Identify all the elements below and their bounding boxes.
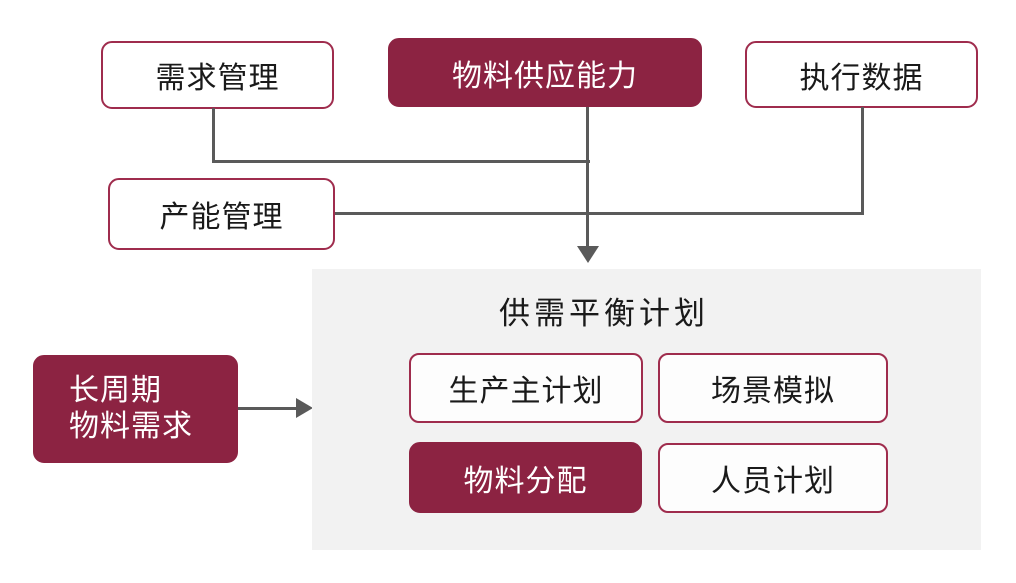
node-scenario-simulation: 场景模拟 (658, 353, 888, 423)
node-label-line1: 长周期 (69, 374, 162, 407)
arrow-right-icon (296, 398, 313, 418)
node-demand-management: 需求管理 (101, 41, 334, 109)
node-label: 执行数据 (799, 61, 924, 95)
arrow-down-icon (577, 246, 599, 263)
connector-capacity-horizontal (335, 212, 864, 215)
node-personnel-plan: 人员计划 (658, 443, 888, 513)
node-label: 场景模拟 (711, 375, 835, 408)
node-label: 需求管理 (155, 62, 280, 95)
node-label-line2: 物料需求 (69, 410, 193, 443)
node-execution-data: 执行数据 (745, 41, 978, 108)
panel-title: 供需平衡计划 (499, 295, 709, 331)
node-label: 人员计划 (711, 465, 835, 498)
node-label: 物料供应能力 (452, 59, 638, 93)
connector-execution-vertical (861, 107, 864, 215)
node-material-supply-capability: 物料供应能力 (388, 38, 702, 107)
node-material-allocation: 物料分配 (409, 442, 642, 513)
node-master-production-plan: 生产主计划 (409, 353, 643, 423)
node-long-lead-material-demand: 长周期 物料需求 (33, 355, 238, 463)
node-label: 产能管理 (159, 201, 284, 234)
connector-main-vertical (586, 107, 589, 248)
connector-demand-vertical (212, 108, 215, 163)
node-label: 生产主计划 (448, 375, 604, 408)
node-capacity-management: 产能管理 (108, 178, 335, 250)
connector-demand-horizontal (212, 160, 590, 163)
connector-long-lead-horizontal (238, 407, 298, 410)
node-label: 物料分配 (463, 464, 588, 498)
